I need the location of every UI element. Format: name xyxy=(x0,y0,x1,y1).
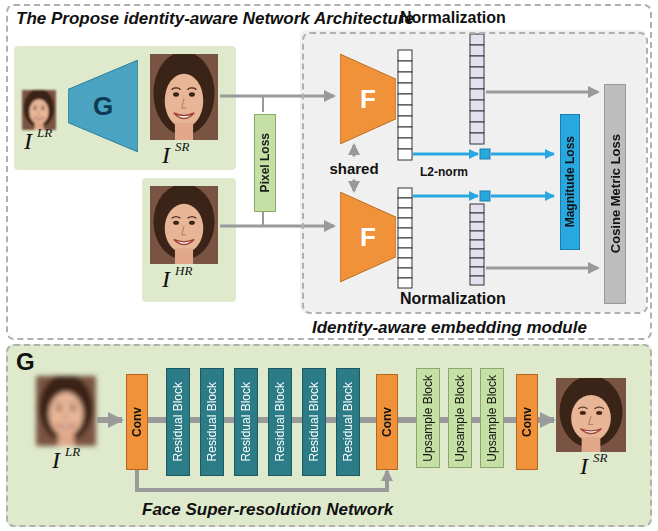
feature-extractor: F xyxy=(340,192,396,282)
conv-block: Conv xyxy=(516,374,538,470)
loss-box: Cosine Metric Loss xyxy=(604,84,626,304)
block-label: Conv xyxy=(521,407,533,437)
superscript: SR xyxy=(175,140,189,154)
block-label: Cosine Metric Loss xyxy=(609,134,622,253)
block-label: Pixel Loss xyxy=(259,133,271,192)
feature-extractor: F xyxy=(340,54,396,144)
block-label: Magnitude Loss xyxy=(564,136,576,227)
residual-block: Residual Block xyxy=(336,368,360,476)
superscript: SR xyxy=(593,451,607,465)
block-label: Residual Block xyxy=(342,382,354,461)
conv-block: Conv xyxy=(126,374,148,470)
connector xyxy=(504,417,516,423)
residual-block: Residual Block xyxy=(302,368,326,476)
symbol-letter: I xyxy=(162,142,170,168)
block-label: Residual Block xyxy=(206,382,218,461)
connector xyxy=(472,417,480,423)
connector xyxy=(326,417,336,423)
generator-panel: G Face Super-resolution Network Conv Residu… xyxy=(6,344,652,527)
panel-heading: Identity-aware embedding module xyxy=(312,318,587,338)
block-label: Residual Block xyxy=(308,382,320,461)
vector-label: L2-norm xyxy=(420,166,468,179)
conv-block: Conv xyxy=(376,374,398,470)
residual-block: Residual Block xyxy=(234,368,258,476)
superscript: LR xyxy=(37,126,52,140)
block-label: G xyxy=(93,93,113,119)
residual-block: Residual Block xyxy=(268,368,292,476)
vector-label: Normalization xyxy=(400,9,506,27)
upsample-block: Upsample Block xyxy=(448,368,472,468)
symbol-letter: I xyxy=(52,447,60,473)
block-label: F xyxy=(360,86,376,112)
connector xyxy=(190,417,200,423)
upsample-block: Upsample Block xyxy=(416,368,440,468)
panel-heading: G xyxy=(16,348,35,376)
symbol-letter: I xyxy=(162,266,170,292)
upsample-block: Upsample Block xyxy=(480,368,504,468)
loss-box: Pixel Loss xyxy=(254,114,276,212)
residual-block: Residual Block xyxy=(200,368,224,476)
connector xyxy=(292,417,302,423)
symbol-letter: I xyxy=(24,128,32,154)
vector-label: Normalization xyxy=(400,290,506,308)
block-label: Conv xyxy=(131,407,143,437)
block-label: F xyxy=(360,224,376,250)
block-label: Upsample Block xyxy=(486,375,498,462)
block-label: Residual Block xyxy=(240,382,252,461)
edge-label: shared xyxy=(327,160,380,177)
symbol-letter: I xyxy=(580,453,588,479)
residual-block: Residual Block xyxy=(166,368,190,476)
superscript: HR xyxy=(175,264,192,278)
block-label: Residual Block xyxy=(274,382,286,461)
connector xyxy=(148,417,166,423)
block-label: Upsample Block xyxy=(422,375,434,462)
connector xyxy=(440,417,448,423)
superscript: LR xyxy=(65,445,80,459)
connector xyxy=(258,417,268,423)
generator-block: G xyxy=(68,60,138,152)
block-label: Conv xyxy=(381,407,393,437)
loss-box: Magnitude Loss xyxy=(560,114,580,250)
panel-caption: Face Super-resolution Network xyxy=(142,500,393,520)
panel-heading: The Propose identity-aware Network Archi… xyxy=(16,9,414,29)
connector xyxy=(224,417,234,423)
block-label: Upsample Block xyxy=(454,375,466,462)
block-label: Residual Block xyxy=(172,382,184,461)
connector xyxy=(398,417,416,423)
connector xyxy=(360,417,376,423)
